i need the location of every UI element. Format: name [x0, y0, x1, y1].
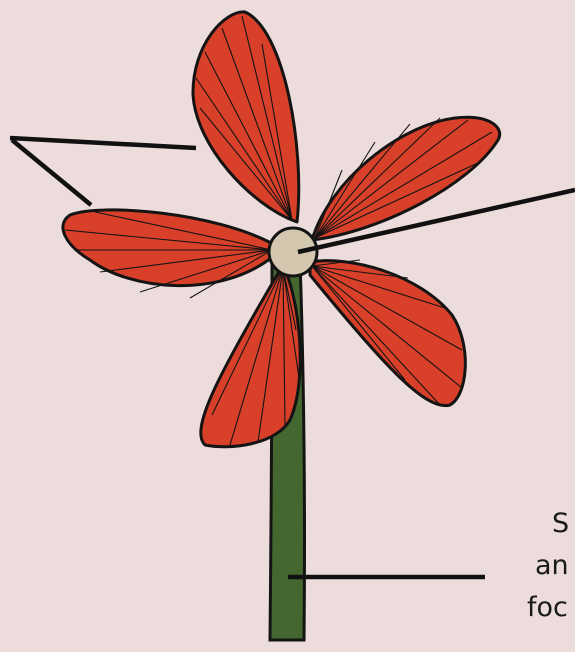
- petal-leader-lines: [10, 138, 196, 205]
- flower-center: [269, 228, 317, 276]
- petal-bottom: [201, 265, 300, 447]
- petal-right-upper: [312, 117, 500, 240]
- petal-top: [193, 12, 299, 222]
- petal-right-lower: [310, 260, 465, 406]
- stem-label-line-1: S: [552, 508, 569, 539]
- stem-label-line-2: an: [535, 550, 569, 581]
- stem-label-line-3: foc: [527, 592, 568, 623]
- petal-left: [63, 210, 275, 298]
